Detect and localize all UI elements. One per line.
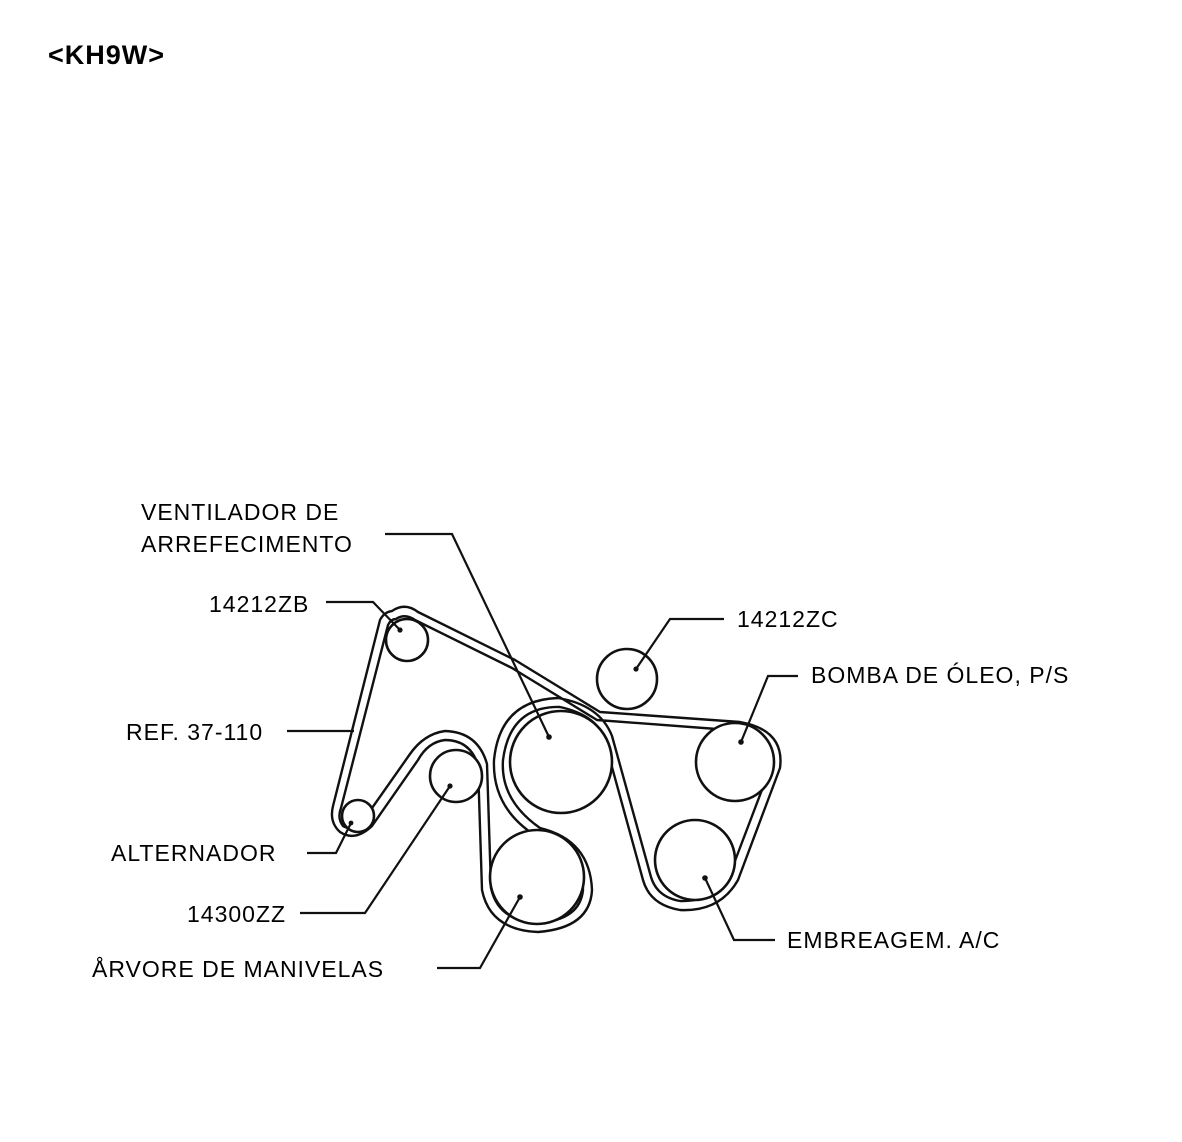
pulley-cooling-fan (508, 709, 614, 815)
leader-alternator (307, 822, 352, 855)
pulley-power-steering-pump (694, 721, 776, 803)
pulley-alternator (340, 798, 376, 834)
label-cooling-fan-line2: ARREFECIMENTO (141, 531, 353, 557)
pulley-14212zc (595, 647, 659, 711)
label-power-steering-pump: BOMBA DE ÓLEO, P/S (811, 662, 1069, 688)
leader-cooling-fan (385, 532, 550, 738)
label-reference: REF. 37-110 (126, 719, 263, 745)
pulley-14300zz (428, 748, 484, 804)
label-ac-clutch: EMBREAGEM. A/C (787, 927, 1000, 953)
leader-lines (287, 532, 798, 970)
pulley-crankshaft (488, 828, 586, 926)
label-14212zb: 14212ZB (209, 591, 309, 617)
label-14212zc: 14212ZC (737, 606, 839, 632)
model-code-header: <KH9W> (48, 40, 165, 70)
label-14300zz: 14300ZZ (187, 901, 286, 927)
leader-14300zz (300, 785, 451, 915)
leader-power-steering-pump (739, 674, 798, 743)
pulley-14212zb (384, 617, 430, 663)
leader-ac-clutch (704, 877, 775, 942)
label-crankshaft: ÅRVORE DE MANIVELAS (92, 955, 384, 982)
leader-crankshaft (437, 896, 521, 970)
label-cooling-fan-line1: VENTILADOR DE (141, 499, 339, 525)
leader-14212zb (326, 600, 401, 631)
label-alternator: ALTERNADOR (111, 840, 277, 866)
leader-14212zc (635, 617, 724, 670)
pulley-ac-clutch (653, 818, 737, 902)
